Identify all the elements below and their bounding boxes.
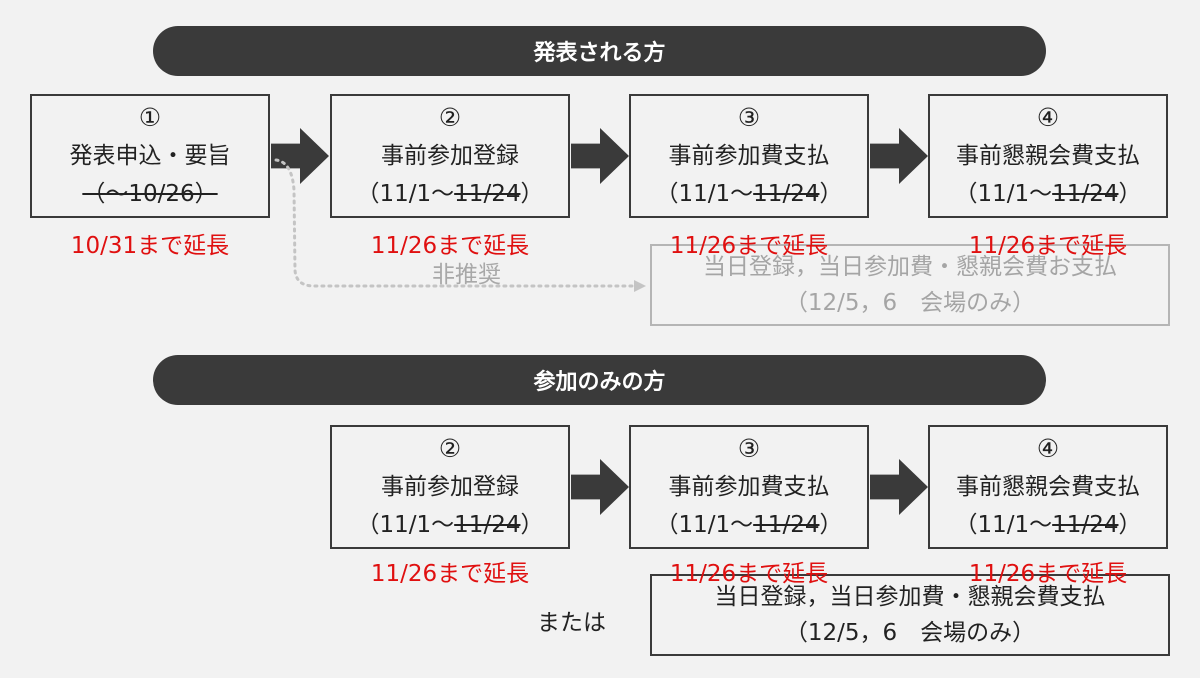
step-period: （11/1〜11/24） — [656, 506, 843, 544]
step-name: 事前懇親会費支払 — [956, 474, 1140, 500]
period-end-struck: 11/24 — [1052, 512, 1119, 538]
step-name: 事前懇親会費支払 — [956, 143, 1140, 169]
same-day-line1: 当日登録，当日参加費・懇親会費支払 — [714, 584, 1106, 610]
step-name: 事前参加登録 — [381, 474, 519, 500]
step-box-fee-payment: ③ 事前参加費支払 （11/1〜11/24） — [629, 425, 869, 549]
period-start: （11/1〜 — [655, 512, 754, 538]
period-start: （11/1〜 — [655, 181, 754, 207]
period-close: ） — [520, 512, 544, 538]
step-box-registration: ② 事前参加登録 （11/1〜11/24） — [330, 94, 570, 218]
extension-note: 11/26まで延長 — [669, 561, 829, 587]
period-start: （11/1〜 — [954, 181, 1053, 207]
dotted-arrowhead-icon — [634, 280, 646, 292]
extension-note: 11/26まで延長 — [669, 233, 829, 259]
step-number: ② — [438, 103, 462, 132]
period-start: （11/1〜 — [356, 181, 455, 207]
step-period: （〜10/26） — [82, 181, 218, 207]
step-number: ③ — [737, 103, 761, 132]
step-name: 事前参加費支払 — [668, 474, 830, 500]
step-period: （11/1〜11/24） — [955, 175, 1142, 213]
same-day-box-participant: 当日登録，当日参加費・懇親会費支払 （12/5，6 会場のみ） — [650, 574, 1170, 656]
same-day-line2: （12/5，6 会場のみ） — [784, 290, 1036, 316]
step-number: ① — [138, 103, 162, 132]
step-period: （11/1〜11/24） — [955, 506, 1142, 544]
dotted-connector — [274, 158, 636, 288]
or-label: または — [537, 610, 606, 636]
step-number: ③ — [737, 434, 761, 463]
period-end-struck: 11/24 — [1052, 181, 1119, 207]
period-close: ） — [520, 181, 544, 207]
same-day-line2: （12/5，6 会場のみ） — [784, 620, 1036, 646]
period-end-struck: 11/24 — [753, 512, 820, 538]
same-day-box-presenter: 当日登録，当日参加費・懇親会費お支払 （12/5，6 会場のみ） — [650, 244, 1170, 326]
period-end-struck: 11/24 — [454, 181, 521, 207]
step-name: 発表申込・要旨 — [69, 143, 231, 169]
period-close: ） — [1118, 512, 1142, 538]
extension-note: 11/26まで延長 — [968, 561, 1128, 587]
extension-note: 10/31まで延長 — [70, 233, 230, 259]
extension-note: 11/26まで延長 — [370, 561, 530, 587]
section-title: 発表される方 — [533, 41, 666, 66]
period-end-struck: 11/24 — [753, 181, 820, 207]
step-number: ② — [438, 434, 462, 463]
step-box-banquet-payment: ④ 事前懇親会費支払 （11/1〜11/24） — [928, 94, 1168, 218]
step-number: ④ — [1036, 103, 1060, 132]
period-end-struck: 11/24 — [454, 512, 521, 538]
extension-note: 11/26まで延長 — [370, 233, 530, 259]
period-start: （11/1〜 — [356, 512, 455, 538]
section-banner-participant: 参加のみの方 — [153, 355, 1046, 405]
step-name: 事前参加費支払 — [668, 143, 830, 169]
extension-note: 11/26まで延長 — [968, 233, 1128, 259]
step-number: ④ — [1036, 434, 1060, 463]
step-box-registration: ② 事前参加登録 （11/1〜11/24） — [330, 425, 570, 549]
section-title: 参加のみの方 — [533, 370, 666, 395]
period-close: ） — [1118, 181, 1142, 207]
same-day-line1: 当日登録，当日参加費・懇親会費お支払 — [703, 254, 1117, 280]
step-name: 事前参加登録 — [381, 143, 519, 169]
section-banner-presenter: 発表される方 — [153, 26, 1046, 76]
step-box-fee-payment: ③ 事前参加費支払 （11/1〜11/24） — [629, 94, 869, 218]
step-box-abstract: ① 発表申込・要旨 （〜10/26） — [30, 94, 270, 218]
not-recommended-label: 非推奨 — [432, 262, 501, 288]
period-start: （11/1〜 — [954, 512, 1053, 538]
period-close: ） — [819, 181, 843, 207]
step-box-banquet-payment: ④ 事前懇親会費支払 （11/1〜11/24） — [928, 425, 1168, 549]
step-period: （11/1〜11/24） — [656, 175, 843, 213]
step-period: （11/1〜11/24） — [357, 175, 544, 213]
step-period: （11/1〜11/24） — [357, 506, 544, 544]
period-close: ） — [819, 512, 843, 538]
